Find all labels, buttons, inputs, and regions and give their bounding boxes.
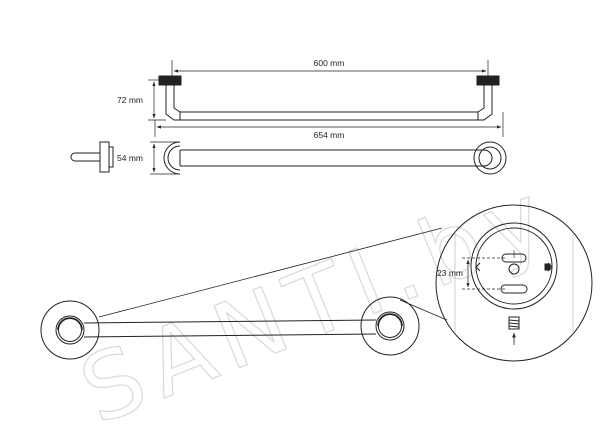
bottom-bar-top-edge — [83, 319, 377, 324]
detail-leader-top — [98, 227, 443, 318]
dim-label-54: 54 mm — [117, 153, 143, 163]
dim-label-72: 72 mm — [117, 95, 143, 105]
bottom-view — [40, 227, 448, 360]
detail-circle — [435, 204, 593, 362]
detail-lower-slot — [500, 284, 528, 294]
watermark-text: SANTI.by — [66, 160, 567, 442]
detail-rosette-inner — [475, 227, 553, 305]
detail-rosette-outer — [470, 222, 558, 310]
front-left-rosette — [163, 141, 181, 175]
side-view-wall-plate — [99, 141, 110, 173]
detail-upper-slot — [501, 253, 527, 263]
bar-outline-inner — [173, 85, 485, 113]
top-view — [148, 60, 504, 137]
detail-view — [435, 204, 593, 362]
detail-leader-bottom — [399, 299, 448, 321]
bottom-bar-bottom-edge — [83, 333, 377, 338]
front-right-rosette — [473, 141, 507, 175]
bottom-left-rosette — [40, 300, 100, 360]
dim-label-654: 654 mm — [314, 130, 345, 140]
top-left-wall-mount — [158, 75, 182, 86]
front-bar — [180, 149, 493, 167]
side-view — [70, 141, 114, 173]
bar-outline-outer — [165, 85, 493, 121]
dim-label-23: 23 mm — [437, 268, 463, 278]
side-view-arm — [70, 152, 100, 162]
bottom-right-rosette — [360, 296, 420, 356]
detail-center-hole — [508, 263, 520, 275]
front-view — [150, 141, 507, 175]
dim-label-600: 600 mm — [314, 58, 345, 68]
watermark: SANTI.by — [66, 159, 568, 442]
